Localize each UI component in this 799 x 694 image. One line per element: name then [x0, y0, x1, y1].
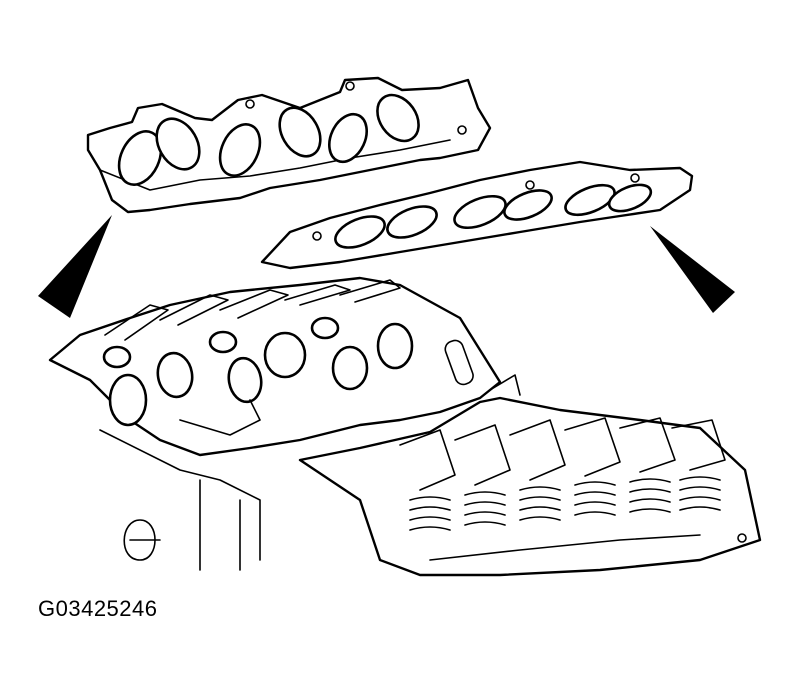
left-cylinder-head [48, 276, 502, 571]
right-intake-gasket [260, 160, 694, 270]
right-cylinder-head-with-valvetrain [298, 374, 762, 577]
right-arrow [650, 226, 735, 313]
figure-label: G03425246 [38, 596, 158, 621]
left-arrow [38, 215, 112, 318]
upper-left-intake-gasket [86, 76, 492, 214]
